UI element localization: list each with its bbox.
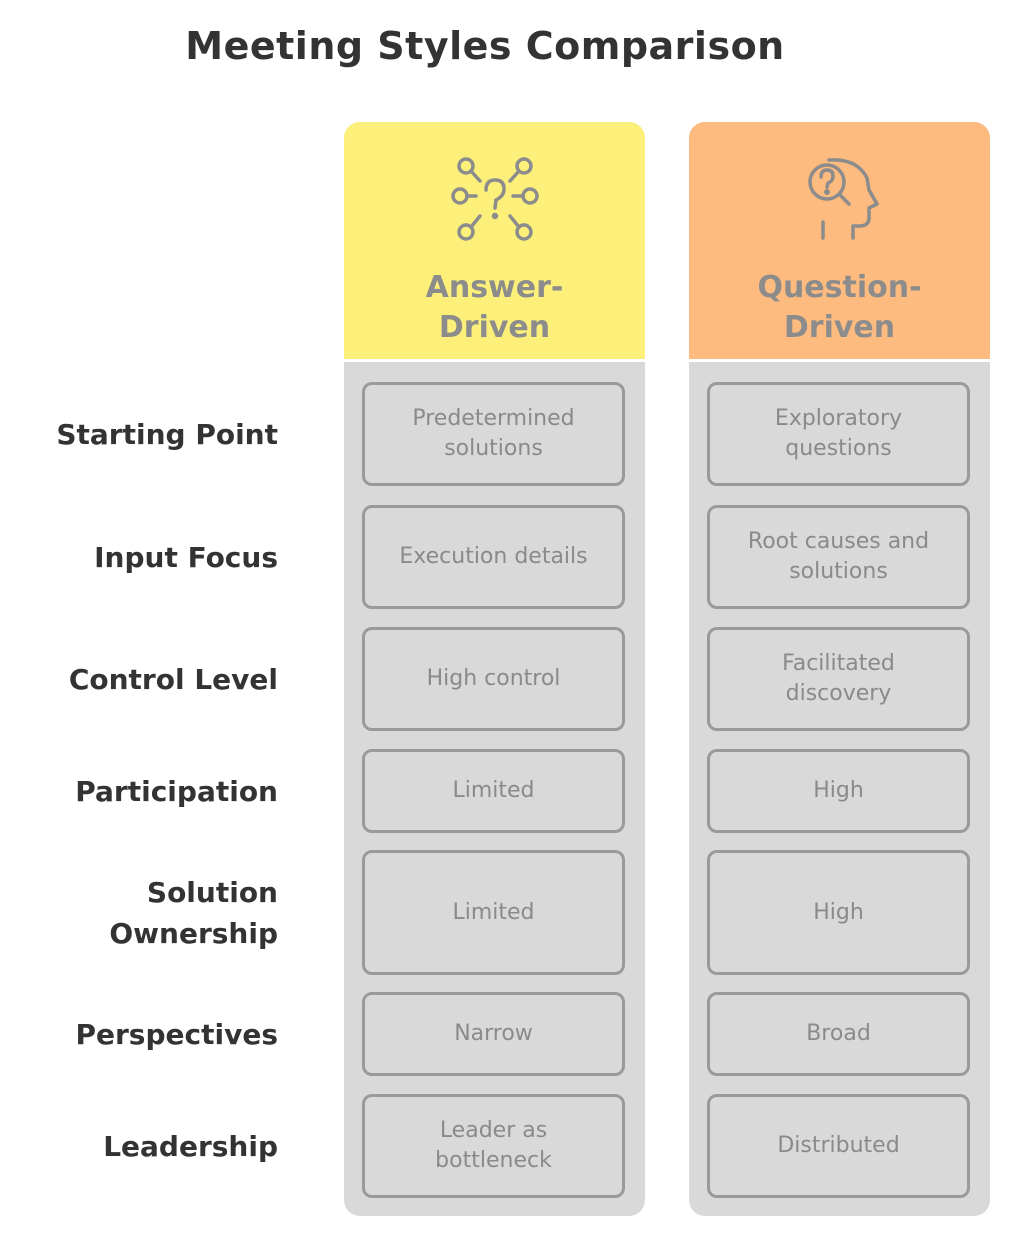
answer-driven-header: Answer- Driven bbox=[344, 122, 645, 362]
answer-starting-point-cell: Predetermined solutions bbox=[362, 382, 625, 486]
question-solution-ownership-cell: High bbox=[707, 850, 970, 975]
row-label-starting-point: Starting Point bbox=[56, 417, 278, 451]
row-label-leadership: Leadership bbox=[103, 1129, 278, 1163]
answer-input-focus-cell: Execution details bbox=[362, 505, 625, 609]
question-perspectives-cell: Broad bbox=[707, 992, 970, 1076]
question-leadership-cell: Distributed bbox=[707, 1094, 970, 1198]
network-question-icon bbox=[450, 157, 539, 241]
question-control-level-cell: Facilitated discovery bbox=[707, 627, 970, 731]
diagram-title: Meeting Styles Comparison bbox=[185, 24, 785, 68]
row-label-solution-ownership: Solution Ownership bbox=[109, 875, 279, 950]
answer-leadership-cell: Leader as bottleneck bbox=[362, 1094, 625, 1198]
answer-participation-cell: Limited bbox=[362, 749, 625, 833]
question-driven-title: Question- Driven bbox=[757, 270, 922, 345]
question-driven-column: Question- Driven Exploratory questions R… bbox=[689, 122, 990, 1216]
answer-control-level-cell: High control bbox=[362, 627, 625, 731]
question-starting-point-cell: Exploratory questions bbox=[707, 382, 970, 486]
question-participation-cell: High bbox=[707, 749, 970, 833]
answer-perspectives-cell: Narrow bbox=[362, 992, 625, 1076]
question-driven-header: Question- Driven bbox=[689, 122, 990, 362]
answer-driven-title: Answer- Driven bbox=[425, 270, 564, 345]
answer-driven-column: Answer- Driven Predetermined solutions E… bbox=[344, 122, 645, 1216]
answer-solution-ownership-cell: Limited bbox=[362, 850, 625, 975]
row-label-perspectives: Perspectives bbox=[75, 1017, 278, 1051]
row-label-input-focus: Input Focus bbox=[94, 540, 278, 574]
row-label-control-level: Control Level bbox=[68, 662, 278, 696]
row-label-participation: Participation bbox=[75, 774, 278, 808]
head-question-icon bbox=[807, 158, 879, 240]
question-input-focus-cell: Root causes and solutions bbox=[707, 505, 970, 609]
